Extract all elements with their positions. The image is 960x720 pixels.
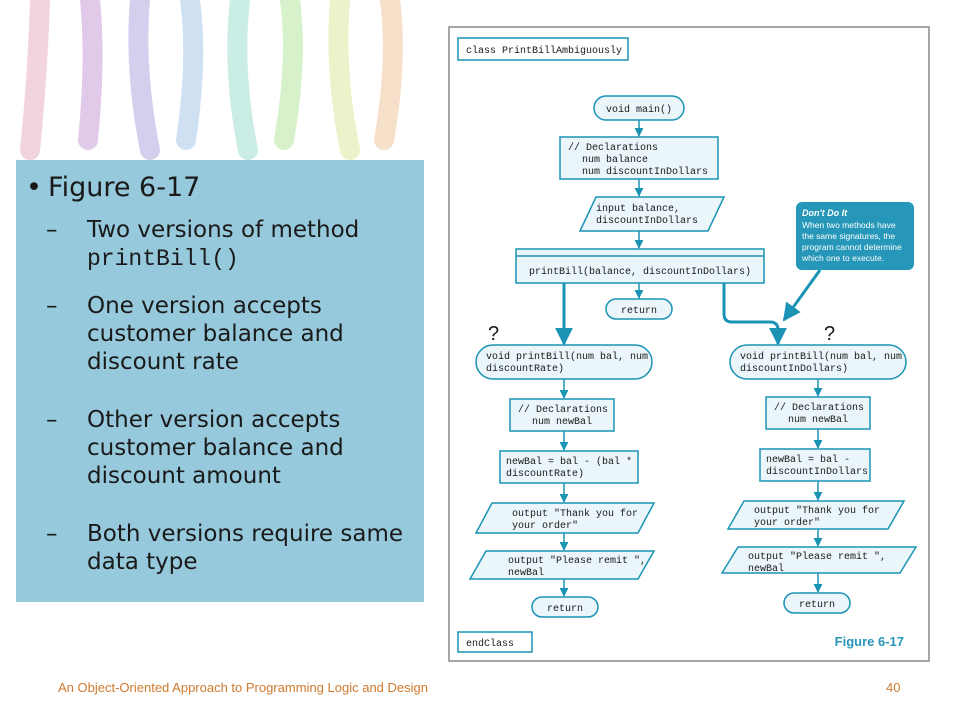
main-terminal-label: void main() xyxy=(606,104,672,116)
input-line: discountInDollars xyxy=(596,215,698,227)
class-header-box xyxy=(457,37,629,61)
left-header-line: discountRate) xyxy=(486,363,564,375)
subpoint-1-code: printBill() xyxy=(87,246,239,272)
decl-line: num discountInDollars xyxy=(582,166,708,178)
decl-line: num balance xyxy=(582,154,648,166)
left-calc-box xyxy=(499,450,639,484)
left-output1-line: output "Thank you for xyxy=(512,508,638,520)
right-declarations-box xyxy=(765,396,871,430)
dash-icon: – xyxy=(46,293,58,319)
right-calc-line: discountInDollars xyxy=(766,466,868,478)
call-label: printBill(balance, discountInDollars) xyxy=(529,266,751,278)
callout-line: program cannot determine xyxy=(802,242,902,252)
callout-line: which one to execute. xyxy=(801,253,884,263)
footer-title: An Object-Oriented Approach to Programmi… xyxy=(58,680,428,695)
right-output1 xyxy=(726,500,906,530)
right-decl-line: // Declarations xyxy=(774,402,864,414)
end-class-box xyxy=(457,631,533,653)
main-declarations-box xyxy=(559,136,719,180)
bullet-dot-icon: • xyxy=(26,172,42,203)
bullet-title: Figure 6-17 xyxy=(48,172,201,203)
left-output2-line: newBal xyxy=(508,567,544,579)
right-calc-line: newBal = bal - xyxy=(766,454,850,466)
left-calc-line: discountRate) xyxy=(506,468,584,480)
decl-line: // Declarations xyxy=(568,142,658,154)
right-output2 xyxy=(720,546,918,574)
left-output1 xyxy=(474,502,656,534)
left-return xyxy=(531,596,599,618)
class-header: class PrintBillAmbiguously xyxy=(466,45,622,57)
left-output2-line: output "Please remit ", xyxy=(508,555,646,567)
left-calc-line: newBal = bal - (bal * xyxy=(506,456,632,468)
right-header-line: discountInDollars) xyxy=(740,363,848,375)
callout-line: the same signatures, the xyxy=(802,231,895,241)
right-calc-box xyxy=(759,448,871,482)
right-return xyxy=(783,592,851,614)
right-header-line: void printBill(num bal, num xyxy=(740,351,902,363)
left-decl-line: // Declarations xyxy=(518,404,608,416)
left-return-label: return xyxy=(547,604,583,615)
right-output2-line: output "Please remit ", xyxy=(748,551,886,563)
subpoint-3-text: Other version accepts customer balance a… xyxy=(87,407,344,489)
figure-label: Figure 6-17 xyxy=(835,634,904,649)
input-line: input balance, xyxy=(596,203,680,215)
bullet-panel xyxy=(16,160,424,602)
main-return xyxy=(605,298,673,320)
question-mark-left: ? xyxy=(488,323,499,345)
dash-icon: – xyxy=(46,407,58,433)
callout-title: Don't Do It xyxy=(802,208,848,218)
dash-icon: – xyxy=(46,521,58,547)
right-output1-line: your order" xyxy=(754,517,820,529)
page-number: 40 xyxy=(886,680,901,695)
callout-line: When two methods have xyxy=(802,220,896,230)
left-declarations-box xyxy=(509,398,615,432)
subpoint-4-text: Both versions require same data type xyxy=(87,521,404,575)
input-parallelogram xyxy=(578,196,726,232)
decorative-background xyxy=(20,0,403,160)
left-output1-line: your order" xyxy=(512,520,578,532)
left-header-line: void printBill(num bal, num xyxy=(486,351,648,363)
main-return-label: return xyxy=(621,306,657,317)
right-decl-line: num newBal xyxy=(788,414,848,426)
dash-icon: – xyxy=(46,217,58,243)
callout-box xyxy=(796,202,914,270)
right-return-label: return xyxy=(799,600,835,611)
right-output2-line: newBal xyxy=(748,563,784,575)
flowchart-figure: class PrintBillAmbiguously void main() /… xyxy=(448,26,930,662)
question-mark-right: ? xyxy=(824,323,835,345)
left-output2 xyxy=(468,550,656,580)
subpoint-2-text: One version accepts customer balance and… xyxy=(87,293,344,375)
left-decl-line: num newBal xyxy=(532,416,592,428)
end-class: endClass xyxy=(466,638,514,650)
subpoint-1-text: Two versions of method xyxy=(87,217,360,243)
call-box xyxy=(515,248,765,284)
right-output1-line: output "Thank you for xyxy=(754,505,880,517)
